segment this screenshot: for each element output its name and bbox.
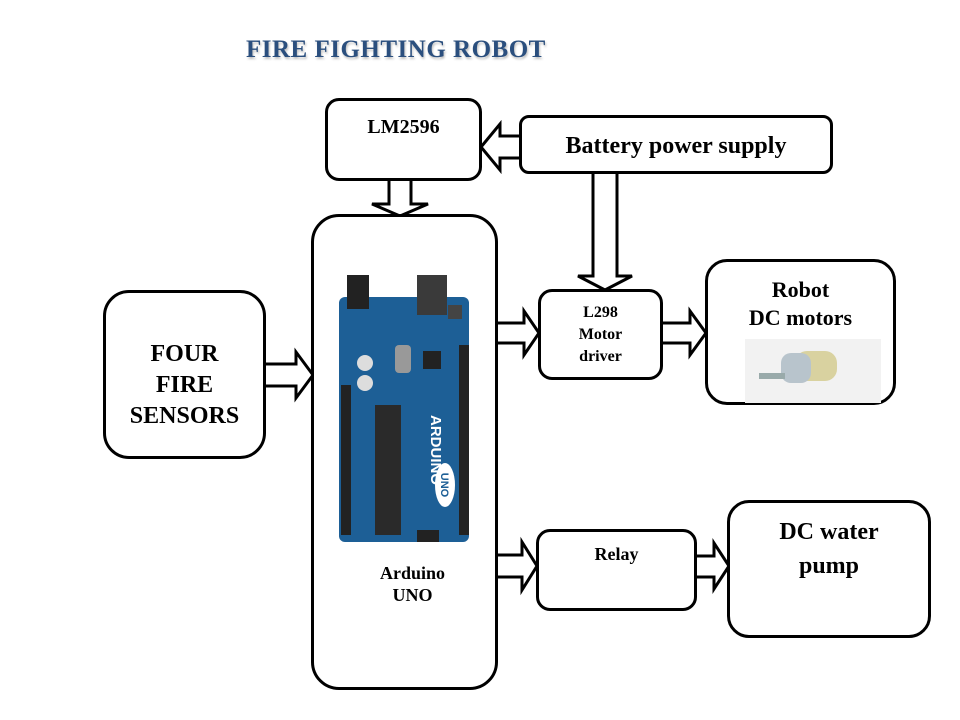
motors-line1: Robot [771,277,830,302]
board-uno-text: UNO [438,473,450,498]
block-lm2596: LM2596 [325,98,482,181]
arrow-arduino-to-relay [496,536,539,596]
block-robot-dc-motors: Robot DC motors [705,259,896,405]
arduino-line1: Arduino [379,563,446,583]
block-relay: Relay [536,529,697,611]
arrow-arduino-to-l298 [496,306,541,360]
l298-line1: L298 [583,304,618,321]
arduino-board-image: ARDUINO UNO [339,275,469,542]
block-arduino-uno: ARDUINO UNO Arduino UNO [311,214,498,690]
diagram-title: FIRE FIGHTING ROBOT [246,36,546,63]
arrow-battery-to-l298 [577,172,633,292]
lm2596-label: LM2596 [367,116,440,138]
dc-motor-image [745,339,881,403]
arrow-sensors-to-arduino [265,347,315,403]
l298-line2: Motor [578,326,623,343]
sensors-line3: SENSORS [129,403,240,429]
pump-line2: pump [798,553,860,579]
block-battery-power-supply: Battery power supply [519,115,833,174]
block-l298-motor-driver: L298 Motor driver [538,289,663,380]
pump-line1: DC water [779,519,879,545]
arrow-battery-to-lm2596 [479,119,520,175]
relay-label: Relay [594,544,639,564]
block-dc-water-pump: DC water pump [727,500,931,638]
block-fire-sensors: FOUR FIRE SENSORS [103,290,266,459]
l298-line3: driver [579,348,622,365]
motors-line2: DC motors [748,305,853,330]
sensors-line2: FIRE [155,372,214,398]
battery-label: Battery power supply [565,133,787,159]
arrow-l298-to-motors [661,306,708,360]
arrow-relay-to-pump [695,537,731,595]
sensors-line1: FOUR [150,341,219,367]
arrow-lm2596-to-arduino [371,180,429,218]
arduino-line2: UNO [392,585,433,605]
